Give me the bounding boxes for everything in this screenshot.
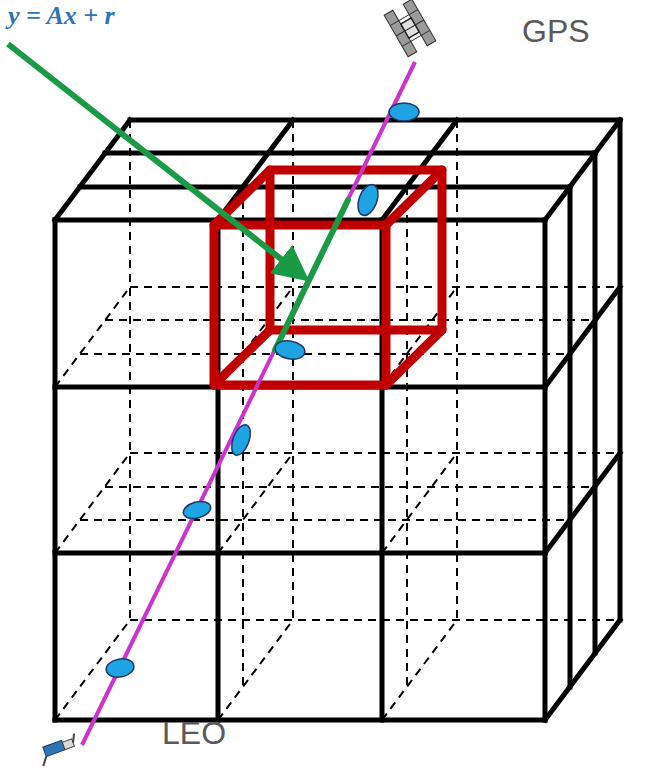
satellite-label: LEO [162,716,226,751]
pointer-arrow [8,44,300,274]
satellite-label: GPS [522,14,590,49]
ray-path [82,62,415,745]
gps-satellite [384,0,436,57]
sample-points [105,103,419,679]
ray-segment [275,200,348,350]
highlighted-voxel [214,170,442,385]
leo-satellite [36,734,80,766]
equation-label: y = Ax + r [8,2,115,31]
